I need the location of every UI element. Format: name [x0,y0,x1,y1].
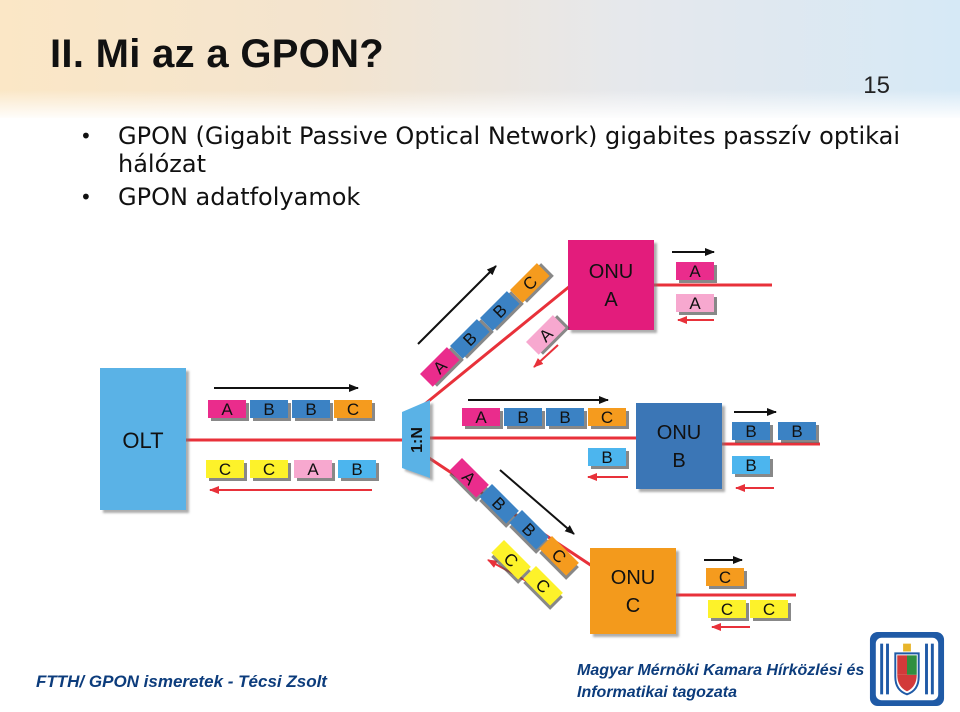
onu-a-delivered-packets: A [676,262,717,283]
packet-a: A [208,400,249,421]
olt-box: OLT [100,368,186,510]
onu-b-box: ONU B [636,403,722,489]
packet-b: B [732,456,773,477]
packet-label: C [721,600,733,619]
packet-label: C [347,400,359,419]
packet-c: C [708,600,749,621]
packet-c: C [334,400,375,421]
packet-b: B [732,422,773,443]
direction-arrows [209,248,777,631]
packet-b: B [778,422,819,443]
packet-label: B [263,400,274,419]
packet-a: A [462,408,503,429]
packet-a: A [420,347,464,387]
splitter: 1:N [402,400,430,478]
packet-b: B [509,510,549,554]
onu-c-line1: ONU [611,567,655,589]
bullet-item: GPON adatfolyamok [80,183,910,211]
upstream-packets-from-a: A [526,315,570,355]
packet-a: A [449,458,489,502]
packet-label: B [791,422,802,441]
onu-b-sent-packets: B [732,456,773,477]
footer-organization: Magyar Mérnöki Kamara Hírközlési és Info… [577,660,867,704]
packet-label: B [559,408,570,427]
packet-label: C [601,408,613,427]
bullet-item: GPON (Gigabit Passive Optical Network) g… [80,122,910,178]
footer-author: FTTH/ GPON ismeretek - Técsi Zsolt [36,672,327,691]
packet-label: C [763,600,775,619]
packet-c: C [539,536,579,580]
slide-title: II. Mi az a GPON? [50,32,385,76]
onu-a-line2: A [604,289,618,311]
footer-organization-line1: Magyar Mérnöki Kamara Hírközlési és [577,662,865,679]
packet-a: A [294,460,335,481]
packet-label: C [263,460,275,479]
packet-label: C [219,460,231,479]
fiber-splitter-onu-a [419,284,571,410]
packet-c: C [510,263,554,303]
packet-label: B [517,408,528,427]
downstream-arrow [417,265,497,345]
bullet-list: GPON (Gigabit Passive Optical Network) g… [80,122,910,216]
onu-b-line2: B [672,450,685,472]
onu-a-line1: ONU [589,261,633,283]
onu-c-delivered-packets: C [706,568,747,589]
upstream-arrow [533,344,559,368]
header-fade [0,90,960,120]
packet-b: B [588,448,629,469]
packet-label: B [745,456,756,475]
packet-b: B [338,460,379,481]
packet-label: A [689,294,701,313]
downstream-arrow [499,469,575,535]
splitter-label: 1:N [409,427,426,453]
onu-c-line2: C [626,595,640,617]
packet-label: B [745,422,756,441]
packet-label: A [307,460,319,479]
packet-label: A [221,400,233,419]
onu-b-line1: ONU [657,422,701,444]
packet-a: A [676,262,717,283]
packet-label: B [305,400,316,419]
packet-b: B [292,400,333,421]
packet-label: B [601,448,612,467]
packet-c: C [206,460,247,481]
packet-c: C [750,600,791,621]
packet-c: C [523,566,563,610]
packet-b: B [250,400,291,421]
packet-b: B [504,408,545,429]
packet-b: B [546,408,587,429]
packet-label: A [475,408,487,427]
onu-a-box: ONU A [568,240,654,330]
packet-c: C [250,460,291,481]
packet-b: B [479,484,519,528]
onu-a-sent-packets: A [676,294,717,315]
packet-c: C [588,408,629,429]
packet-b: B [450,319,494,359]
mmk-crest-logo [869,631,945,707]
page-number: 15 [863,72,890,99]
packet-c: C [491,540,531,584]
packet-label: C [719,568,731,587]
packet-label: A [689,262,701,281]
packet-a: A [676,294,717,315]
upstream-packets-from-c: CC [491,540,563,610]
onu-c-box: ONU C [590,548,676,634]
footer-organization-line2: Informatikai tagozata [577,684,738,701]
upstream-packets-from-b: B [588,448,629,469]
packet-label: B [351,460,362,479]
packet-a: A [526,315,570,355]
packet-b: B [480,291,524,331]
packet-c: C [706,568,747,589]
olt-label: OLT [122,428,163,453]
